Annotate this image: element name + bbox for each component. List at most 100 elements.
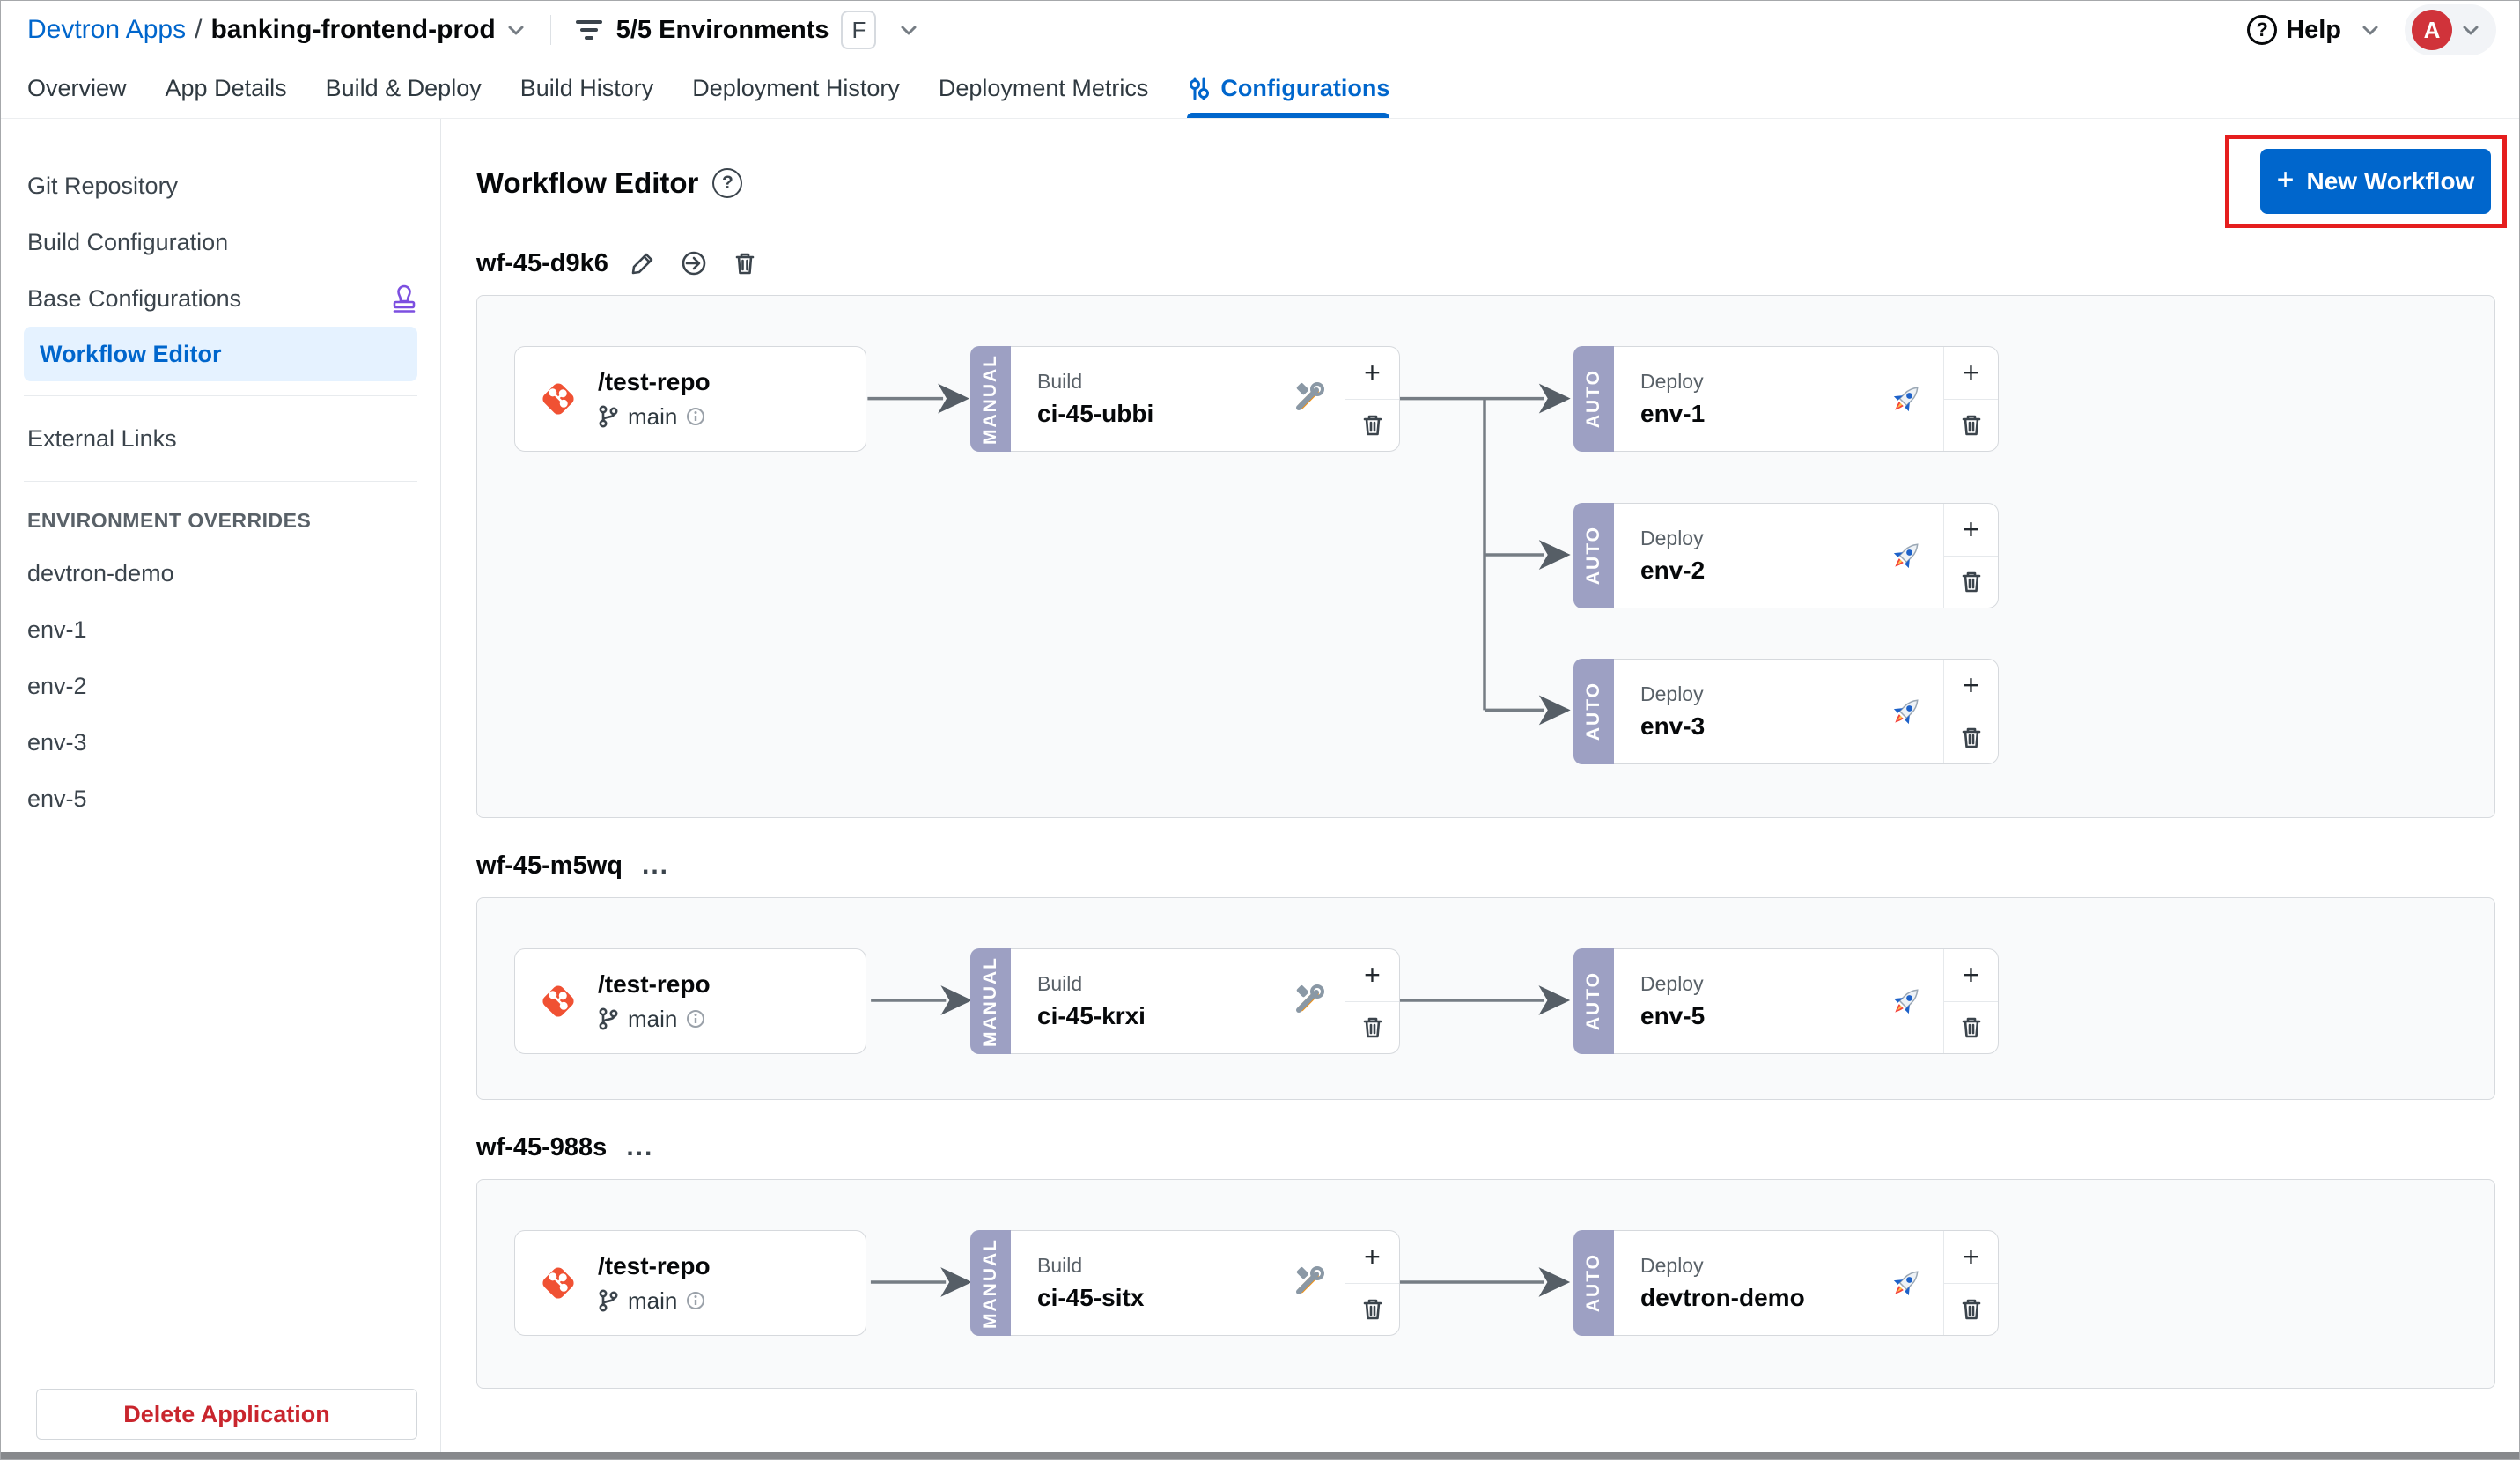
workflow-editor-main: Workflow Editor ? + New Workflow wf-45-d… — [441, 119, 2519, 1452]
deploy-card[interactable]: Deploy env-2 — [1614, 503, 1999, 608]
add-stage-button[interactable]: + — [1944, 1231, 1998, 1284]
rocket-icon — [1893, 699, 1919, 725]
user-menu[interactable]: A — [2405, 4, 2496, 55]
trigger-tag: MANUAL — [970, 346, 1011, 452]
delete-node-button[interactable] — [1345, 400, 1399, 452]
git-source-node[interactable]: /test-repo main — [514, 1230, 866, 1336]
add-stage-button[interactable]: + — [1944, 949, 1998, 1002]
stamp-icon — [393, 284, 416, 313]
build-tools-icon — [1296, 382, 1324, 410]
sidebar-divider — [24, 481, 417, 482]
deploy-node-env-1: AUTO Deploy env-1 — [1573, 346, 1999, 452]
edit-workflow-icon[interactable] — [628, 248, 658, 278]
delete-node-button[interactable] — [1944, 712, 1998, 764]
deploy-node-env-2: AUTO Deploy env-2 — [1573, 503, 1999, 608]
sync-workflow-icon[interactable] — [679, 248, 709, 278]
sidebar-item-external-links[interactable]: External Links — [27, 424, 177, 452]
delete-node-button[interactable] — [1944, 557, 1998, 608]
plus-icon: + — [2276, 163, 2295, 196]
workflow-1-name: wf-45-d9k6 — [476, 248, 608, 277]
workflow-help-icon[interactable]: ? — [712, 168, 743, 198]
trigger-tag: AUTO — [1573, 1230, 1614, 1336]
deploy-card[interactable]: Deploy devtron-demo — [1614, 1230, 1999, 1336]
delete-node-button[interactable] — [1345, 1284, 1399, 1336]
breadcrumb-root-link[interactable]: Devtron Apps — [27, 15, 187, 44]
workflow-3-overflow-menu[interactable]: ... — [626, 1132, 654, 1161]
config-sidebar: Git Repository Build Configuration Base … — [1, 119, 441, 1452]
breadcrumb-separator: / — [195, 15, 203, 44]
trigger-tag: MANUAL — [970, 1230, 1011, 1336]
deploy-card[interactable]: Deploy env-1 — [1614, 346, 1999, 452]
rocket-icon — [1893, 543, 1919, 569]
tab-build-history[interactable]: Build History — [519, 75, 654, 101]
environment-chevron-down-icon[interactable] — [897, 18, 920, 41]
rocket-icon — [1893, 1271, 1919, 1296]
tab-deployment-metrics[interactable]: Deployment Metrics — [938, 75, 1149, 101]
git-source-node[interactable]: /test-repo main — [514, 346, 866, 452]
sidebar-item-git-repository[interactable]: Git Repository — [27, 172, 179, 199]
build-node-ci-45-sitx: MANUAL Build ci-45-sitx — [970, 1230, 1400, 1336]
build-card[interactable]: Build ci-45-sitx + — [1011, 1230, 1400, 1336]
git-icon — [542, 383, 574, 415]
trigger-tag: AUTO — [1573, 346, 1614, 452]
user-chevron-down-icon — [2463, 26, 2479, 35]
delete-node-button[interactable] — [1944, 1002, 1998, 1054]
environment-overrides-heading: ENVIRONMENT OVERRIDES — [27, 508, 312, 532]
sidebar-item-workflow-editor[interactable]: Workflow Editor — [24, 327, 417, 381]
git-icon — [542, 985, 574, 1017]
build-card[interactable]: Build ci-45-krxi + — [1011, 948, 1400, 1054]
workflow-2-connectors — [871, 985, 1571, 1015]
add-stage-button[interactable]: + — [1345, 1231, 1399, 1284]
git-icon — [542, 1267, 574, 1299]
add-stage-button[interactable]: + — [1944, 504, 1998, 557]
deploy-node-env-3: AUTO Deploy env-3 — [1573, 659, 1999, 764]
add-stage-button[interactable]: + — [1944, 660, 1998, 712]
add-stage-button[interactable]: + — [1345, 949, 1399, 1002]
build-node-ci-45-ubbi: MANUAL Build ci-45-ubbi — [970, 346, 1400, 452]
branch-name: main — [628, 1005, 678, 1032]
tab-overview[interactable]: Overview — [27, 75, 127, 101]
delete-workflow-icon[interactable] — [730, 248, 760, 278]
sidebar-item-base-configurations[interactable]: Base Configurations — [1, 270, 440, 327]
deploy-card[interactable]: Deploy env-5 — [1614, 948, 1999, 1054]
sidebar-item-env-2[interactable]: env-2 — [27, 672, 87, 699]
header-right: ? Help A — [2247, 4, 2496, 55]
tab-deployment-history[interactable]: Deployment History — [692, 75, 900, 101]
delete-node-button[interactable] — [1944, 400, 1998, 452]
help-menu[interactable]: ? Help — [2247, 15, 2382, 45]
add-stage-button[interactable]: + — [1345, 347, 1399, 400]
workflow-2-name: wf-45-m5wq — [476, 851, 623, 880]
build-card[interactable]: Build ci-45-ubbi + — [1011, 346, 1400, 452]
delete-node-button[interactable] — [1944, 1284, 1998, 1336]
tab-build-and-deploy[interactable]: Build & Deploy — [325, 75, 482, 101]
workflow-3-canvas: /test-repo main — [476, 1179, 2495, 1389]
sidebar-item-env-1[interactable]: env-1 — [27, 616, 87, 643]
workflow-2-overflow-menu[interactable]: ... — [641, 851, 669, 880]
help-label: Help — [2286, 15, 2341, 44]
deploy-card[interactable]: Deploy env-3 — [1614, 659, 1999, 764]
new-workflow-button[interactable]: + New Workflow — [2260, 149, 2491, 214]
git-source-node[interactable]: /test-repo main — [514, 948, 866, 1054]
add-stage-button[interactable]: + — [1944, 347, 1998, 400]
info-icon[interactable] — [686, 407, 705, 426]
info-icon[interactable] — [686, 1291, 705, 1310]
rocket-icon — [1893, 989, 1919, 1014]
tab-app-details[interactable]: App Details — [165, 75, 287, 101]
tab-configurations[interactable]: Configurations — [1187, 59, 1389, 118]
sidebar-item-env-5[interactable]: env-5 — [27, 785, 87, 812]
sidebar-item-env-3[interactable]: env-3 — [27, 728, 87, 756]
delete-node-button[interactable] — [1345, 1002, 1399, 1054]
delete-application-button[interactable]: Delete Application — [36, 1389, 417, 1440]
info-icon[interactable] — [686, 1009, 705, 1029]
sidebar-item-devtron-demo[interactable]: devtron-demo — [27, 559, 174, 586]
sidebar-item-build-configuration[interactable]: Build Configuration — [27, 228, 229, 255]
environment-selector[interactable]: 5/5 Environments F — [574, 11, 921, 49]
branch-name: main — [628, 1287, 678, 1314]
branch-icon — [599, 1289, 618, 1312]
app-switcher-chevron-down-icon[interactable] — [505, 18, 527, 41]
shortcut-key-badge: F — [841, 11, 877, 49]
workflow-1-connectors — [867, 383, 1571, 726]
header-divider — [549, 15, 551, 45]
build-tools-icon — [1296, 984, 1324, 1013]
workflow-1-canvas: /test-repo main — [476, 295, 2495, 818]
